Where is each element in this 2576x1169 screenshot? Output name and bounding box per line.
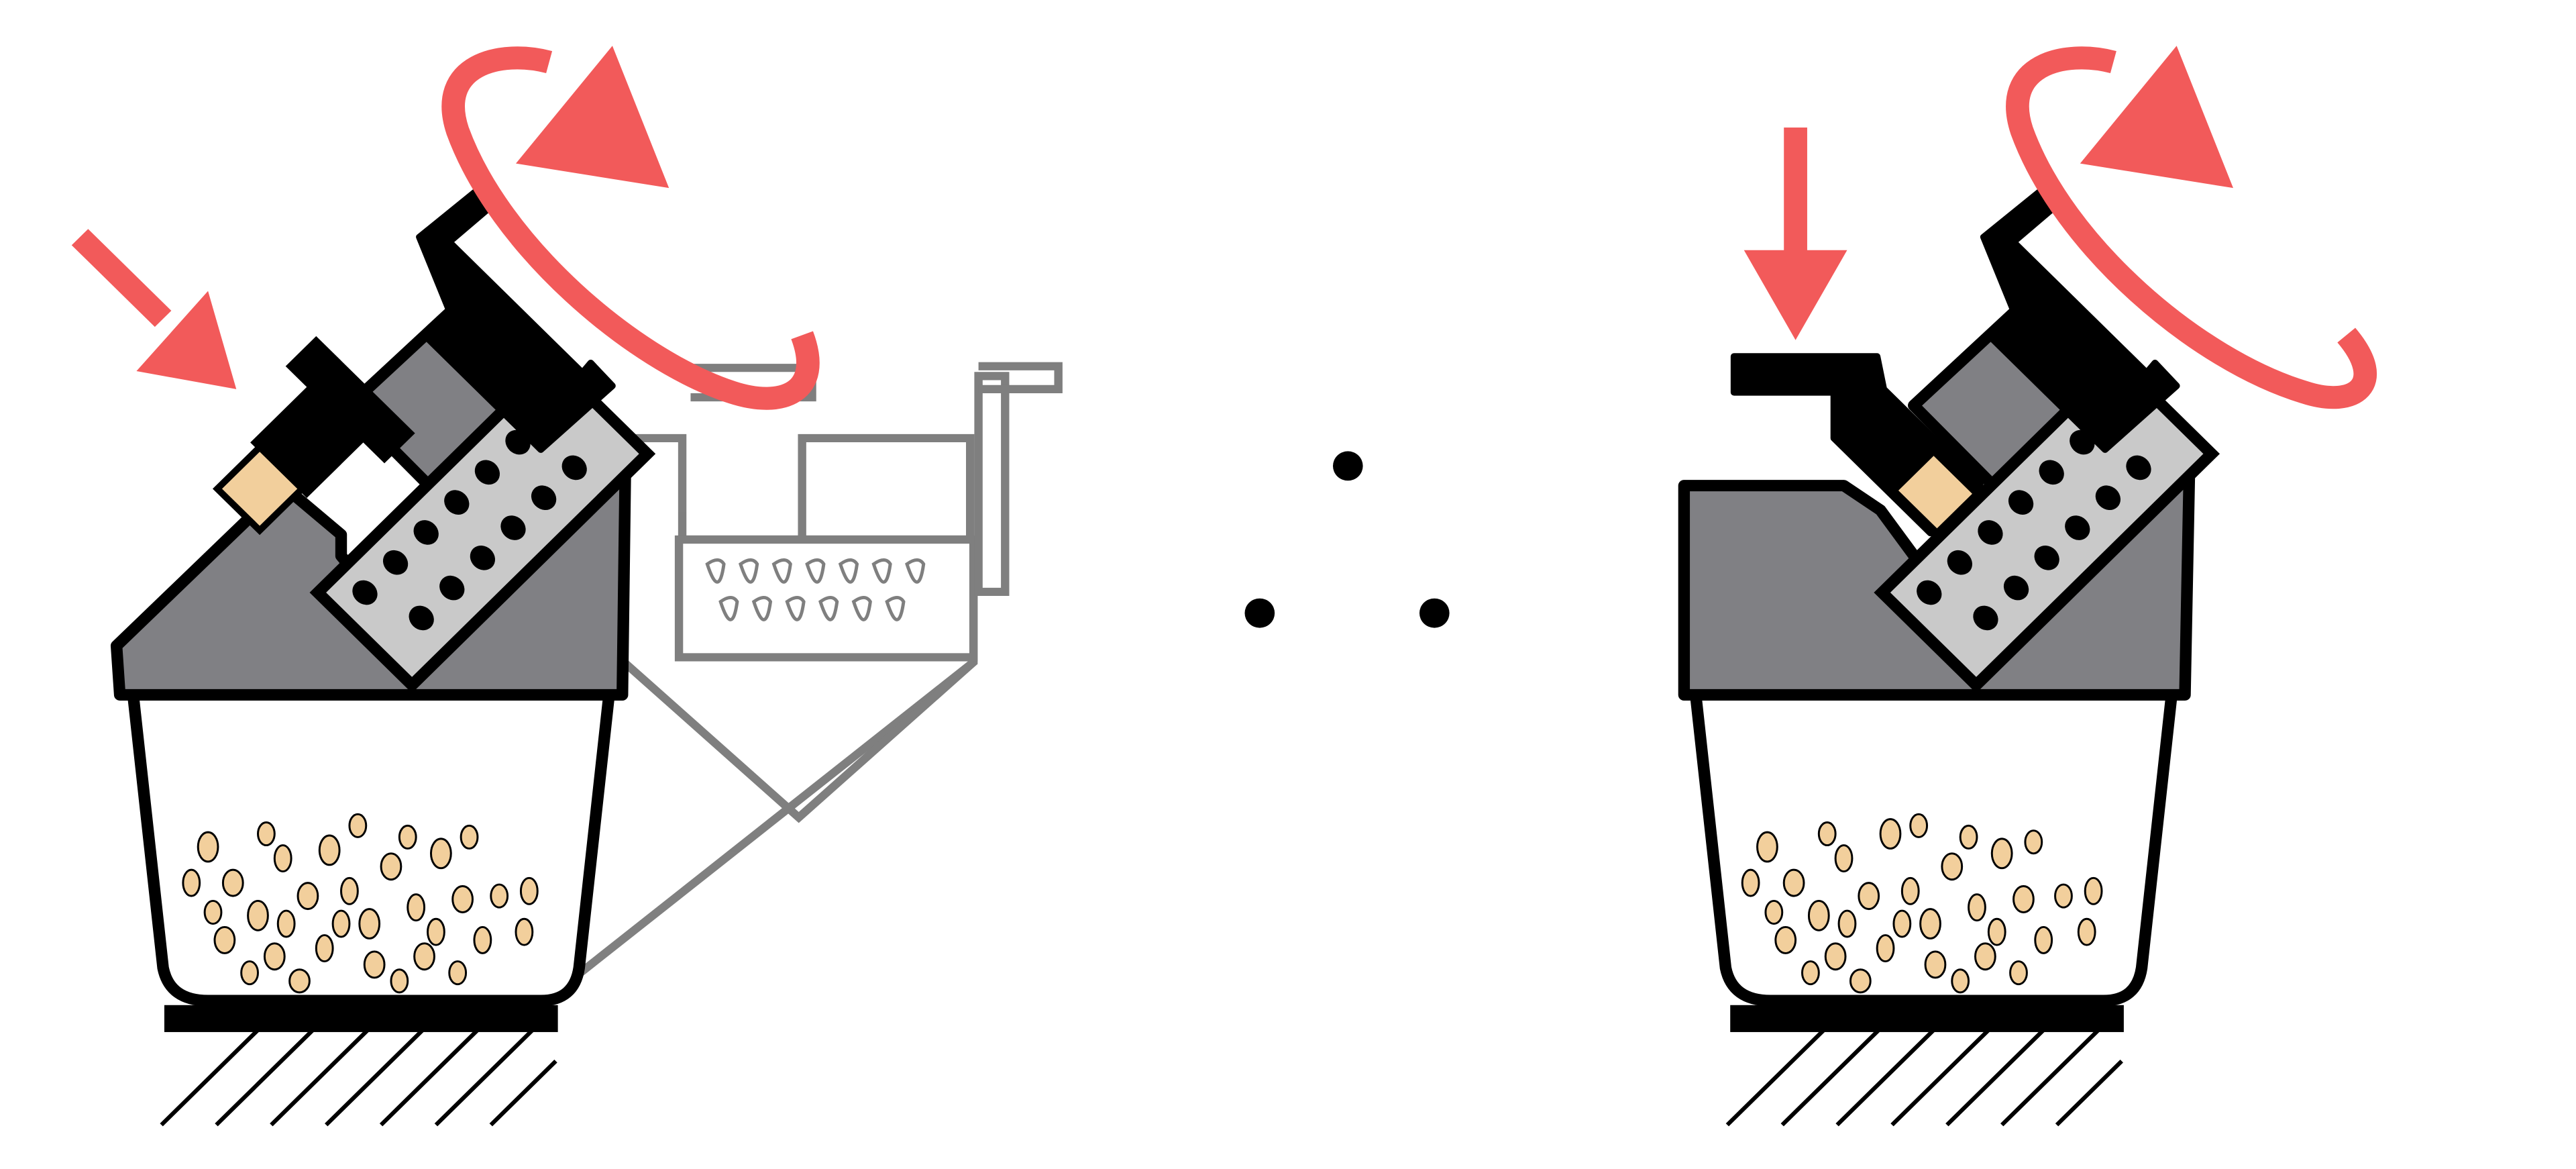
ghost-cartridge-seeds xyxy=(705,558,926,621)
panel-initial-state xyxy=(71,46,1063,1127)
ellipsis-dots-icon xyxy=(1244,451,1450,628)
plunger xyxy=(212,336,415,536)
ground-hatching xyxy=(160,1005,558,1127)
ground-chips xyxy=(182,813,539,994)
plunger-right xyxy=(1730,353,1984,538)
ground-hatching-right xyxy=(1725,1005,2124,1127)
panel-final-state xyxy=(1678,46,2377,1127)
tan-piston-right xyxy=(1888,446,1982,538)
seed-cartridge-right xyxy=(1874,353,2220,693)
rotation-arrow-icon-right xyxy=(2006,46,2377,409)
tan-piston xyxy=(212,442,307,536)
ghost-device-position xyxy=(263,362,1063,1003)
ground-chips-right xyxy=(1741,813,2103,994)
push-arrow-vertical-icon xyxy=(1743,128,1847,340)
push-arrow-diagonal-icon xyxy=(71,229,237,389)
rotation-arrow-icon xyxy=(441,46,820,410)
